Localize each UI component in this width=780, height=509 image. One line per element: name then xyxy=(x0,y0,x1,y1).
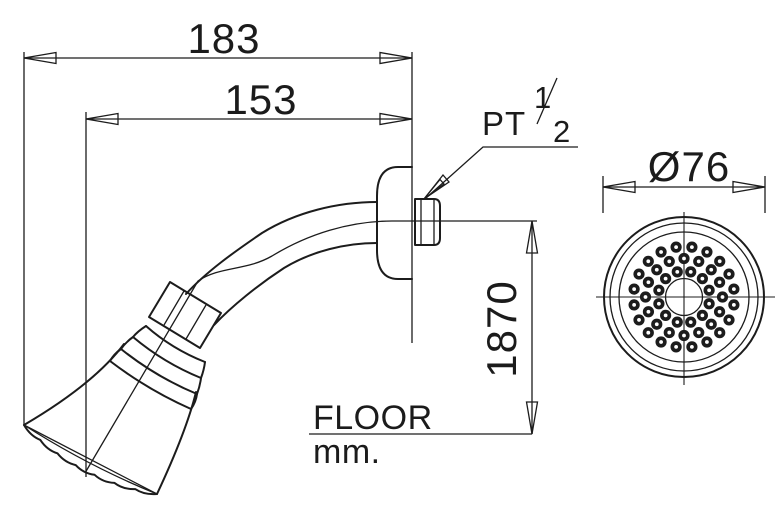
hex-nut xyxy=(148,281,222,349)
nozzle-hole xyxy=(707,288,712,293)
nozzle-hole xyxy=(646,309,651,314)
dimension-1870: 1870 xyxy=(478,220,539,435)
arrowhead-left xyxy=(602,180,636,194)
arm-top-edge xyxy=(185,201,378,295)
nozzle-hole xyxy=(717,259,722,264)
nozzle-hole xyxy=(637,272,641,276)
arm-bottom-edge xyxy=(213,242,378,326)
nozzle-hole xyxy=(717,309,722,314)
nozzle-hole xyxy=(731,302,736,307)
dimension-153: 153 xyxy=(85,76,413,477)
nozzle-hole xyxy=(643,295,648,299)
nozzle-hole xyxy=(696,330,701,335)
nozzle-hole xyxy=(727,318,731,322)
nozzle-hole xyxy=(682,256,686,261)
nozzle-hole xyxy=(689,245,694,250)
thread-prefix: PT xyxy=(482,105,526,142)
nozzle-hole xyxy=(667,259,672,264)
nozzle-hole xyxy=(705,250,709,254)
nozzle-hole xyxy=(709,322,714,327)
nozzle-hole xyxy=(705,340,709,344)
hex-nut-flats xyxy=(163,290,207,340)
ribbed-collar xyxy=(109,325,206,410)
leader-line xyxy=(425,146,578,199)
nozzle-hole xyxy=(632,287,637,292)
arrowhead-right xyxy=(379,112,413,126)
nozzle-hole xyxy=(689,344,694,349)
arrowhead-right xyxy=(732,180,766,194)
face-view xyxy=(596,212,775,385)
bell-left-edge xyxy=(23,343,125,426)
dim-1870-value: 1870 xyxy=(478,280,525,377)
nozzle-hole xyxy=(659,340,663,344)
leader-arrowhead-inner xyxy=(423,178,445,200)
fraction-slash xyxy=(536,77,558,125)
face-plate-circle xyxy=(618,231,750,363)
nozzle-hole xyxy=(654,267,659,272)
nozzle-hole xyxy=(663,276,668,281)
nozzle-hole xyxy=(675,320,680,325)
face-inner-rim xyxy=(23,424,158,495)
nozzle-hole xyxy=(731,287,736,292)
nozzle-hole xyxy=(646,330,651,335)
thread-callout: PT 1 2 xyxy=(423,77,578,200)
nozzle-hole xyxy=(646,259,651,264)
nozzle-hole xyxy=(674,344,678,349)
nozzle-hole xyxy=(727,272,731,276)
nozzle-hole xyxy=(709,267,714,272)
nozzle-hole xyxy=(674,245,678,250)
nozzle-hole xyxy=(688,320,693,325)
nozzle-hole xyxy=(646,280,651,285)
nozzle-hole xyxy=(656,301,661,306)
arrowhead-top xyxy=(525,220,539,254)
nozzle-hole xyxy=(667,330,672,335)
face-rim-circle xyxy=(609,222,759,372)
face-scalloped-rim xyxy=(23,424,158,496)
arm-axis-line xyxy=(84,220,537,474)
wall-flange xyxy=(376,166,413,280)
side-view xyxy=(23,52,537,496)
thread-nipple xyxy=(414,198,441,246)
thread-numerator: 1 xyxy=(534,80,551,115)
nozzle-hole xyxy=(659,250,663,254)
face-outer-circle xyxy=(603,216,765,378)
nozzle-hole xyxy=(696,259,701,264)
nozzle-field xyxy=(628,241,740,353)
nozzle-hole xyxy=(700,276,705,281)
floor-label: FLOOR mm. xyxy=(309,399,532,471)
dim-183-value: 183 xyxy=(187,15,260,62)
arrowhead-right xyxy=(379,51,413,65)
face-hub-circle xyxy=(664,277,704,317)
thread-nipple-detail xyxy=(420,199,435,245)
nozzle-hole xyxy=(637,318,641,322)
dimension-183: 183 xyxy=(23,15,413,425)
arrowhead-left xyxy=(85,112,119,126)
nozzle-hole xyxy=(707,301,712,306)
dimension-diameter-76: Ø76 xyxy=(602,143,766,213)
floor-title: FLOOR xyxy=(313,399,433,437)
nozzle-hole xyxy=(663,313,668,318)
nozzle-hole xyxy=(675,269,680,274)
nozzle-hole xyxy=(717,280,722,285)
arrowhead-bottom xyxy=(525,401,539,435)
dim-diameter-value: Ø76 xyxy=(648,143,730,190)
nozzle-hole xyxy=(682,333,686,338)
floor-unit: mm. xyxy=(313,433,381,471)
dim-153-value: 153 xyxy=(224,76,297,123)
bell-right-edge xyxy=(156,391,197,495)
nozzle-hole xyxy=(700,313,705,318)
nozzle-hole xyxy=(717,330,722,335)
nozzle-hole xyxy=(656,288,661,293)
thread-denominator: 2 xyxy=(553,114,570,149)
nozzle-hole xyxy=(654,322,659,327)
nozzle-hole xyxy=(632,302,637,307)
nozzle-hole xyxy=(688,269,693,274)
nozzle-hole xyxy=(720,295,725,299)
arrowhead-left xyxy=(23,51,57,65)
face-chord xyxy=(23,424,158,495)
